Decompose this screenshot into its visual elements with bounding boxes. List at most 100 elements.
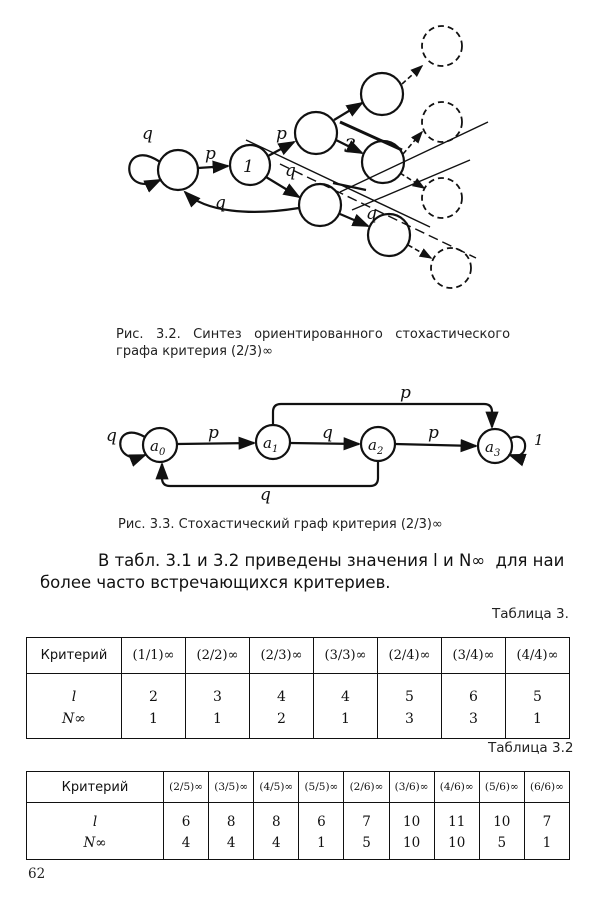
label-a3: a3 (485, 438, 500, 459)
table-2-cell: 8 (253, 802, 300, 832)
table-2-cell: 8 (208, 802, 255, 832)
label-state-1: 1 (243, 157, 254, 177)
label-fig2-q12: q (322, 423, 333, 443)
state-top-node (359, 71, 405, 117)
label-a0: a0 (150, 437, 166, 458)
table-1-header-cell: (1/1)∞ (121, 637, 186, 674)
page-number: 62 (28, 866, 46, 882)
table-1-header-cell: (2/2)∞ (185, 637, 250, 674)
label-fig2-p13: p (400, 383, 411, 403)
table-1-row: l 2 3 4 4 5 6 5 (26, 673, 570, 708)
self-loop-a0 (119, 431, 148, 467)
table-1-cell: 4 (313, 673, 378, 708)
table-1-cell: N∞ (26, 708, 122, 739)
table-2-cell: 4 (253, 832, 300, 860)
table-1-header-cell: Критерий (26, 637, 122, 674)
table-2-header-cell: (4/5)∞ (253, 771, 300, 803)
state-0-self-loop (128, 154, 162, 193)
cut-line-3 (339, 121, 489, 193)
table-1-cell: 5 (505, 673, 570, 708)
paragraph: В табл. 3.1 и 3.2 приведены значения l и… (40, 550, 578, 594)
table-2-cell: 10 (433, 832, 480, 860)
label-q3: q (366, 204, 377, 224)
figure-3-3-caption: Рис. 3.3. Стохастический граф критерия (… (118, 517, 443, 532)
label-fig2-p01: p (208, 423, 219, 443)
table-2-header-cell: (5/6)∞ (478, 771, 525, 803)
table-2-cell: 7 (343, 802, 390, 832)
label-fig2-p23: p (428, 423, 439, 443)
edge-a1-a2 (289, 437, 362, 451)
table-2-header-cell: (3/5)∞ (208, 771, 255, 803)
table-1-header-row: Критерий (1/1)∞ (2/2)∞ (2/3)∞ (3/3)∞ (2/… (26, 637, 570, 674)
edge-0-1 (197, 160, 231, 174)
table-1-cell: 1 (313, 708, 378, 739)
table-2-header-row: Критерий (2/5)∞ (3/5)∞ (4/5)∞ (5/5)∞ (2/… (26, 771, 571, 803)
dashed-node-4 (430, 247, 472, 289)
table-2-cell: 7 (523, 802, 571, 832)
table-2-header-cell: (6/6)∞ (523, 771, 571, 803)
dashed-node-3 (421, 177, 463, 219)
dashed-node-1 (421, 25, 463, 67)
state-bottom-node (366, 212, 412, 258)
edge-a0-a1 (176, 436, 257, 450)
table-1-header-cell: (2/3)∞ (249, 637, 314, 674)
dashed-node-2 (421, 101, 463, 143)
paragraph-line1: В табл. 3.1 и 3.2 приведены значения l и… (98, 551, 565, 570)
table-1-cell: 3 (377, 708, 442, 739)
label-q2: q (285, 161, 296, 181)
table-1-cell: 1 (185, 708, 250, 739)
label-fig2-loop3: 1 (534, 431, 544, 449)
table-1: Критерий (1/1)∞ (2/2)∞ (2/3)∞ (3/3)∞ (2/… (26, 637, 570, 739)
table-2-cell: l (26, 802, 164, 832)
table-1-header-cell: (2/4)∞ (377, 637, 442, 674)
cut-line-2 (279, 163, 477, 259)
figure-3-2-caption: Рис. 3.2. Синтез ориентированного стохас… (116, 326, 526, 360)
table-2-row: l 6 8 8 6 7 10 11 10 7 (26, 802, 571, 832)
table-2-cell: 1 (298, 832, 345, 860)
table-2: Критерий (2/5)∞ (3/5)∞ (4/5)∞ (5/5)∞ (2/… (26, 771, 571, 860)
figure-3-2-caption-line2: графа критерия (2/3)∞ (116, 344, 273, 359)
table-2-cell: 4 (162, 832, 210, 860)
table-2-cell: 10 (478, 802, 525, 832)
state-upper-node (293, 110, 339, 156)
table-1-cell: l (26, 673, 122, 708)
table-1-cell: 2 (121, 673, 186, 708)
label-p2: p (276, 124, 287, 144)
table-2-cell: 10 (388, 802, 435, 832)
label-a0-text: a (150, 437, 159, 455)
table-1-cell: 5 (377, 673, 442, 708)
paragraph-line2: более часто встречающихся критериев. (40, 573, 391, 592)
table-2-row: N∞ 4 4 4 1 5 10 10 5 1 (26, 832, 571, 860)
edge-a2-a0 (155, 461, 380, 488)
table-2-cell: 1 (523, 832, 571, 860)
table-2-cell: 6 (298, 802, 345, 832)
table-2-cell: 5 (478, 832, 525, 860)
table-1-caption: Таблица 3. (492, 606, 569, 622)
table-2-cell: N∞ (26, 832, 164, 860)
table-1-cell: 4 (249, 673, 314, 708)
cut-line-1 (245, 139, 431, 228)
table-1-header-cell: (4/4)∞ (505, 637, 570, 674)
figure-3-3-graph: a0 a1 a2 a3 q p q p p 1 q (106, 383, 544, 505)
edge-a1-a3 (271, 402, 499, 430)
label-state-3: 3 (344, 135, 356, 157)
table-2-header-cell: Критерий (26, 771, 164, 803)
cut-line-4 (351, 159, 471, 211)
table-2-cell: 6 (162, 802, 210, 832)
label-q-back: q (215, 193, 226, 213)
label-q-loop: q (142, 124, 153, 144)
label-a2: a2 (368, 436, 383, 457)
figure-3-2-graph: q p 1 p q 3 q q (128, 25, 489, 289)
figure-3-2-caption-line1: Рис. 3.2. Синтез ориентированного стохас… (116, 327, 511, 342)
table-2-header-cell: (2/6)∞ (343, 771, 390, 803)
label-p1: p (205, 144, 216, 164)
table-2-header-cell: (4/6)∞ (433, 771, 480, 803)
state-0-node (156, 148, 200, 192)
table-2-cell: 4 (208, 832, 255, 860)
table-1-cell: 6 (441, 673, 506, 708)
table-2-cell: 5 (343, 832, 390, 860)
label-a1: a1 (263, 434, 278, 455)
state-lower-node (297, 182, 343, 228)
table-2-header-cell: (3/6)∞ (388, 771, 435, 803)
table-2-header-cell: (2/5)∞ (162, 771, 210, 803)
